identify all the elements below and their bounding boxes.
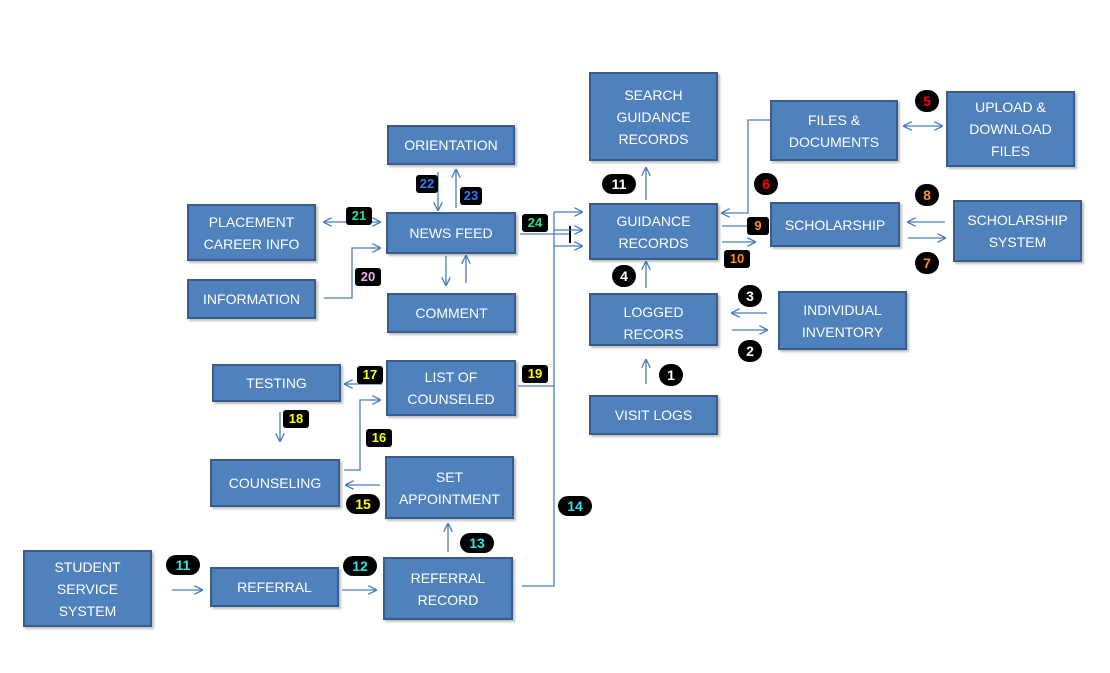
step-badge-4: 4	[612, 265, 636, 287]
step-badge-2: 2	[738, 340, 762, 362]
step-badge-3: 3	[738, 285, 762, 307]
step-badge-11-bottom: 11	[166, 555, 200, 575]
news-feed-box: NEWS FEED	[386, 212, 516, 254]
step-badge-7: 7	[915, 252, 939, 274]
comment-box: COMMENT	[387, 293, 516, 333]
step-badge-9: 9	[747, 217, 769, 235]
scholarship-system-box: SCHOLARSHIP SYSTEM	[953, 200, 1082, 262]
scholarship-box: SCHOLARSHIP	[770, 202, 900, 247]
testing-box: TESTING	[212, 364, 341, 402]
step-badge-12: 12	[343, 556, 377, 576]
step-badge-13: 13	[460, 533, 494, 553]
step-badge-15: 15	[346, 494, 380, 514]
step-badge-11-top: 11	[602, 174, 636, 194]
step-badge-20: 20	[355, 268, 381, 286]
step-badge-24: 24	[522, 214, 548, 232]
step-badge-6: 6	[754, 173, 778, 195]
step-badge-19: 19	[522, 365, 548, 383]
step-badge-1: 1	[659, 364, 683, 386]
step-badge-5: 5	[915, 90, 939, 112]
placement-career-info-box: PLACEMENT CAREER INFO	[187, 204, 316, 261]
search-guidance-records-box: SEARCH GUIDANCE RECORDS	[589, 72, 718, 161]
student-service-system-box: STUDENT SERVICE SYSTEM	[23, 550, 152, 627]
step-badge-14: 14	[558, 496, 592, 516]
upload-download-files-box: UPLOAD & DOWNLOAD FILES	[946, 91, 1075, 167]
guidance-records-box: GUIDANCE RECORDS	[589, 203, 718, 260]
logged-records-box: LOGGED RECORS	[589, 293, 718, 346]
visit-logs-box: VISIT LOGS	[589, 395, 718, 435]
set-appointment-box: SET APPOINTMENT	[385, 456, 514, 519]
step-badge-23: 23	[460, 187, 482, 205]
step-badge-17: 17	[357, 366, 383, 384]
step-badge-10: 10	[724, 250, 750, 268]
step-badge-8: 8	[915, 184, 939, 206]
step-badge-21: 21	[346, 207, 372, 225]
step-badge-16: 16	[366, 429, 392, 447]
step-badge-22: 22	[416, 175, 438, 193]
list-of-counseled-box: LIST OF COUNSELED	[386, 360, 516, 416]
step-badge-18: 18	[283, 410, 309, 428]
orientation-box: ORIENTATION	[387, 125, 515, 165]
referral-record-box: REFERRAL RECORD	[383, 557, 513, 620]
individual-inventory-box: INDIVIDUAL INVENTORY	[778, 291, 907, 350]
referral-box: REFERRAL	[210, 567, 339, 607]
counseling-box: COUNSELING	[210, 459, 340, 507]
files-documents-box: FILES & DOCUMENTS	[770, 100, 898, 161]
information-box: INFORMATION	[187, 279, 316, 319]
